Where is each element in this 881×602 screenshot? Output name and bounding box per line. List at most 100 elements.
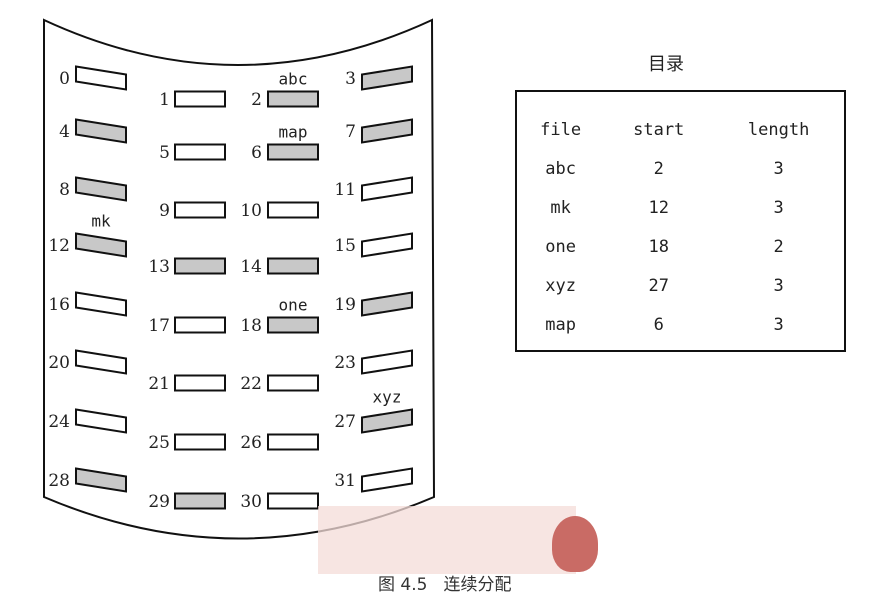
block-number-27: 27 <box>334 412 356 432</box>
block-number-26: 26 <box>240 433 262 453</box>
disk-block-1 <box>174 90 226 108</box>
block-number-17: 17 <box>148 316 170 336</box>
disk-block-6 <box>267 143 319 161</box>
header-length: length <box>747 119 810 140</box>
cell-start: 6 <box>653 314 664 335</box>
file-label-mk: mk <box>91 212 111 231</box>
disk-block-3 <box>361 65 413 91</box>
cell-length: 3 <box>773 275 784 296</box>
disk-block-16 <box>75 291 127 317</box>
block-number-15: 15 <box>334 236 356 256</box>
cell-file: abc <box>545 158 576 179</box>
directory-table-box: file start length abc 2 3 mk 12 3 one 18… <box>515 90 846 352</box>
block-number-19: 19 <box>334 295 356 315</box>
block-number-1: 1 <box>159 90 170 110</box>
watermark-stamp <box>552 516 598 572</box>
disk-block-22 <box>267 374 319 392</box>
block-number-18: 18 <box>240 316 262 336</box>
cell-start: 2 <box>653 158 664 179</box>
watermark-band <box>318 506 576 574</box>
cell-file: one <box>545 236 576 257</box>
block-number-3: 3 <box>345 69 356 89</box>
block-number-12: 12 <box>48 236 70 256</box>
block-number-28: 28 <box>48 471 70 491</box>
directory-header-row: file start length <box>517 110 844 149</box>
disk-block-5 <box>174 143 226 161</box>
figure-caption: 图 4.5 连续分配 <box>378 570 511 595</box>
disk-block-27 <box>361 408 413 434</box>
block-number-29: 29 <box>148 492 170 512</box>
block-number-7: 7 <box>345 122 356 142</box>
cell-length: 2 <box>773 236 784 257</box>
table-row: map 6 3 <box>517 305 844 344</box>
block-number-20: 20 <box>48 353 70 373</box>
table-row: abc 2 3 <box>517 149 844 188</box>
block-number-0: 0 <box>59 69 70 89</box>
block-number-23: 23 <box>334 353 356 373</box>
figure-title: 连续分配 <box>443 575 512 595</box>
disk-block-25 <box>174 433 226 451</box>
disk-block-10 <box>267 201 319 219</box>
block-number-22: 22 <box>240 374 262 394</box>
block-number-5: 5 <box>159 143 170 163</box>
disk-block-20 <box>75 349 127 375</box>
file-label-xyz: xyz <box>373 388 402 407</box>
file-labels-layer: abc map mk one xyz <box>91 70 401 407</box>
table-row: xyz 27 3 <box>517 266 844 305</box>
disk-block-29 <box>174 492 226 510</box>
disk-block-8 <box>75 176 127 202</box>
block-number-4: 4 <box>59 122 70 142</box>
file-label-one: one <box>279 296 308 315</box>
directory-title: 目录 <box>648 54 684 75</box>
block-number-25: 25 <box>148 433 170 453</box>
cell-length: 3 <box>773 197 784 218</box>
file-label-map: map <box>279 123 308 142</box>
cell-file: map <box>545 314 576 335</box>
block-number-9: 9 <box>159 201 170 221</box>
block-number-21: 21 <box>148 374 170 394</box>
disk-block-11 <box>361 176 413 202</box>
disk-block-13 <box>174 257 226 275</box>
disk-block-14 <box>267 257 319 275</box>
disk-block-23 <box>361 349 413 375</box>
disk-block-2 <box>267 90 319 108</box>
disk-block-28 <box>75 467 127 493</box>
block-number-24: 24 <box>48 412 70 432</box>
block-number-2: 2 <box>251 90 262 110</box>
block-number-13: 13 <box>148 257 170 277</box>
header-start: start <box>633 119 685 140</box>
disk-block-7 <box>361 118 413 144</box>
cell-length: 3 <box>773 158 784 179</box>
cell-file: mk <box>550 197 571 218</box>
directory-table: file start length abc 2 3 mk 12 3 one 18… <box>517 110 844 344</box>
block-number-14: 14 <box>240 257 262 277</box>
cell-start: 18 <box>648 236 669 257</box>
table-row: one 18 2 <box>517 227 844 266</box>
disk-block-4 <box>75 118 127 144</box>
block-number-30: 30 <box>240 492 262 512</box>
block-number-8: 8 <box>59 180 70 200</box>
cell-file: xyz <box>545 275 576 296</box>
cell-start: 12 <box>648 197 669 218</box>
cell-start: 27 <box>648 275 669 296</box>
block-number-31: 31 <box>334 471 356 491</box>
disk-block-12 <box>75 232 127 258</box>
disk-block-26 <box>267 433 319 451</box>
file-label-abc: abc <box>279 70 308 89</box>
disk-block-0 <box>75 65 127 91</box>
disk-block-21 <box>174 374 226 392</box>
disk-block-30 <box>267 492 319 510</box>
disk-block-9 <box>174 201 226 219</box>
disk-block-17 <box>174 316 226 334</box>
table-row: mk 12 3 <box>517 188 844 227</box>
figure-number: 图 4.5 <box>378 575 428 595</box>
disk-block-24 <box>75 408 127 434</box>
header-file: file <box>540 119 582 140</box>
block-number-11: 11 <box>334 180 356 200</box>
disk-block-15 <box>361 232 413 258</box>
cell-length: 3 <box>773 314 784 335</box>
block-number-6: 6 <box>251 143 262 163</box>
block-number-10: 10 <box>240 201 262 221</box>
